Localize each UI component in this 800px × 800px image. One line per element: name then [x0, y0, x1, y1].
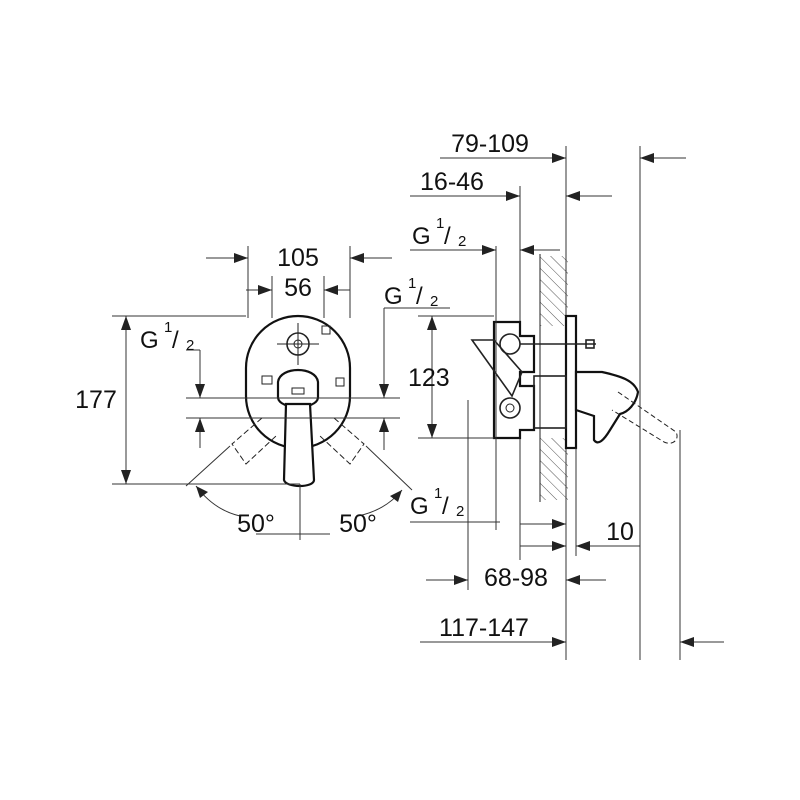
- angle-left-label: 50°: [237, 510, 275, 538]
- dim-79-109-label: 79-109: [451, 130, 529, 158]
- wall-section-upper: [540, 256, 568, 326]
- dim-16-46-label: 16-46: [420, 168, 484, 196]
- front-outlet-left: [231, 417, 277, 465]
- side-lever-handle: [574, 370, 640, 444]
- svg-text:2: 2: [458, 233, 466, 250]
- svg-text:1: 1: [434, 485, 442, 502]
- svg-text:1: 1: [408, 275, 416, 292]
- svg-text:/: /: [442, 493, 449, 520]
- dim-123-label: 123: [408, 364, 450, 392]
- svg-text:2: 2: [430, 293, 438, 310]
- dim-10-label: 10: [606, 518, 634, 546]
- angle-right-label: 50°: [339, 510, 377, 538]
- svg-text:G: G: [410, 493, 429, 520]
- svg-text:/: /: [416, 283, 423, 310]
- svg-text:2: 2: [186, 337, 194, 354]
- svg-text:2: 2: [456, 503, 464, 520]
- dim-117-147-label: 117-147: [439, 614, 529, 642]
- dim-68-98-label: 68-98: [484, 564, 548, 592]
- svg-text:1: 1: [164, 319, 172, 336]
- svg-text:/: /: [172, 327, 179, 354]
- thread-label-bottom: G 1 / 2: [410, 485, 464, 520]
- front-outlet-right: [319, 417, 365, 465]
- side-lever-dashed: [611, 391, 678, 444]
- svg-text:G: G: [140, 327, 159, 354]
- side-view: G 1 / 2 79-109 16-46 123 10 68-98 117-14…: [408, 130, 724, 660]
- dim-56-label: 56: [284, 274, 312, 302]
- svg-text:G: G: [384, 283, 403, 310]
- dim-177-label: 177: [75, 386, 117, 414]
- thread-label-front-right: G 1 / 2: [384, 275, 438, 310]
- svg-text:1: 1: [436, 215, 444, 232]
- thread-label-front-left: G 1 / 2: [140, 319, 194, 354]
- front-lever-arm: [282, 402, 316, 488]
- front-view: 105 56 177 50° 50° G 1 / 2 G 1 / 2 G 1 /…: [75, 244, 500, 540]
- dim-105-label: 105: [277, 244, 319, 272]
- wall-section-lower: [540, 438, 568, 500]
- thread-label-side: G 1 / 2: [412, 215, 466, 250]
- svg-text:/: /: [444, 223, 451, 250]
- svg-text:G: G: [412, 223, 431, 250]
